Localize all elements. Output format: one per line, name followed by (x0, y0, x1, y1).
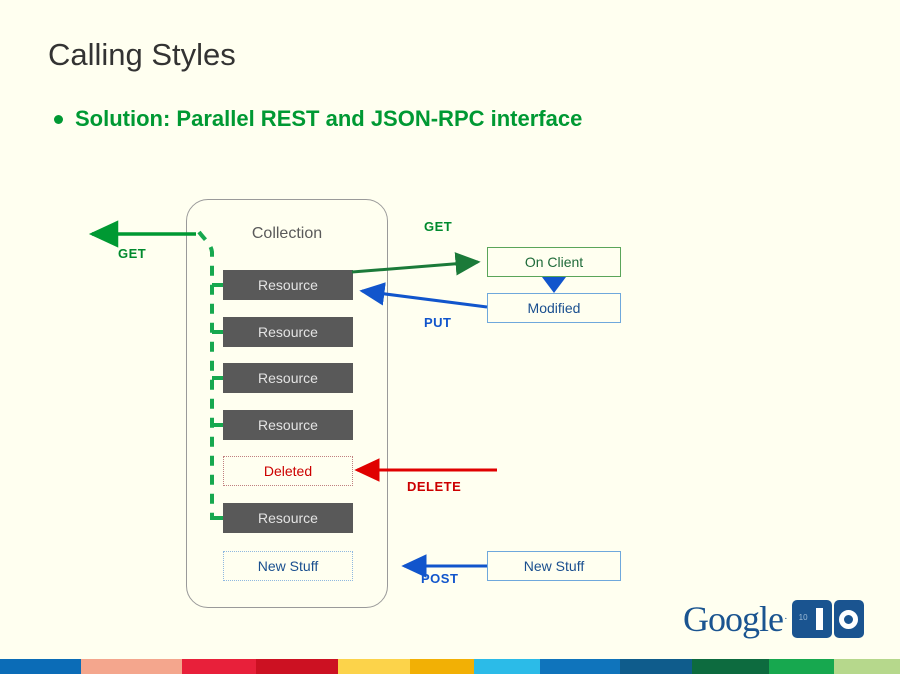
on-client-box: On Client (487, 247, 621, 277)
color-bar-segment-5 (338, 659, 410, 674)
verb-label-post: POST (421, 571, 459, 586)
resource-box-5: Resource (223, 503, 353, 533)
color-bar-segment-11 (768, 659, 835, 674)
resource-box-1: Resource (223, 270, 353, 300)
collection-container (186, 199, 388, 608)
bottom-color-bar (0, 659, 900, 674)
verb-label-put: PUT (424, 315, 452, 330)
resource-box-2: Resource (223, 317, 353, 347)
google-wordmark: Google (683, 599, 784, 639)
io-mark-icon: 10 (791, 600, 864, 638)
modified-box: Modified (487, 293, 621, 323)
color-bar-segment-6 (409, 659, 475, 674)
on-client-to-modified-arrow (542, 277, 566, 293)
page-title: Calling Styles (48, 37, 236, 72)
new-stuff-box: New Stuff (223, 551, 353, 581)
color-bar-segment-2 (80, 659, 182, 674)
color-bar-segment-3 (181, 659, 257, 674)
resource-box-4: Resource (223, 410, 353, 440)
verb-label-get-left: GET (118, 246, 147, 261)
io-badge-10: 10 (798, 613, 808, 622)
bullet-row: Solution: Parallel REST and JSON-RPC int… (54, 106, 582, 132)
io-o-block (833, 600, 864, 638)
bullet-dot-icon (54, 114, 63, 124)
bullet-text: Solution: Parallel REST and JSON-RPC int… (75, 106, 583, 131)
color-bar-segment-7 (474, 659, 540, 674)
resource-box-3: Resource (223, 363, 353, 393)
collection-label: Collection (251, 225, 323, 242)
io-i-bar (815, 608, 823, 630)
io-o-ring (839, 609, 859, 629)
google-io-logo: Google · 10 (683, 600, 864, 638)
color-bar-segment-1 (0, 659, 81, 674)
color-bar-segment-8 (539, 659, 620, 674)
verb-label-delete: DELETE (407, 479, 462, 494)
color-bar-segment-12 (834, 659, 900, 674)
verb-label-get-right: GET (424, 219, 453, 234)
io-i-block: 10 (791, 600, 832, 638)
color-bar-segment-10 (692, 659, 769, 674)
color-bar-segment-4 (256, 659, 339, 674)
deleted-box: Deleted (223, 456, 353, 486)
new-stuff-external-box: New Stuff (487, 551, 621, 581)
google-trademark-dot: · (783, 613, 788, 625)
color-bar-segment-9 (619, 659, 693, 674)
